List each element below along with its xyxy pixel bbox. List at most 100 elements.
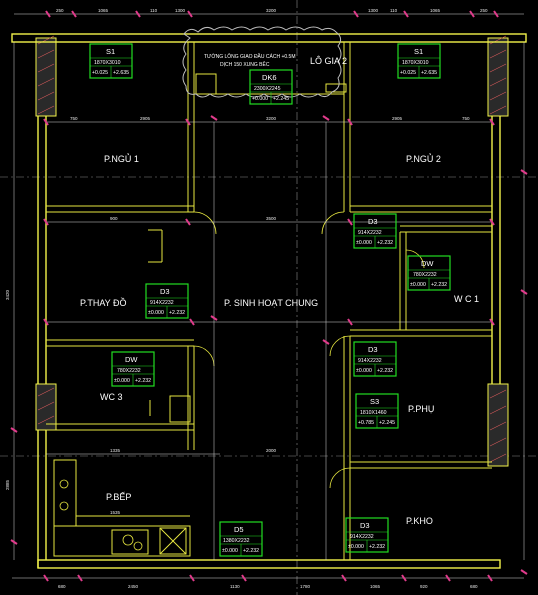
dim-top-1: 250 [56, 8, 64, 13]
dim-bottom-4: 1780 [300, 584, 311, 589]
tag-size: 1380X2232 [223, 538, 250, 544]
top-dimension-chain [14, 10, 524, 18]
tag-top: +2.232 [377, 368, 393, 374]
dim-misc-2: 750 [70, 116, 78, 121]
dim-bottom-6: 920 [420, 584, 428, 589]
dim-misc-8: 1335 [110, 448, 121, 453]
tag-level: ±0.000 [114, 378, 130, 384]
dim-bottom-3: 1130 [230, 584, 240, 589]
dim-misc-1: 3500 [266, 216, 277, 221]
tag-top: +2.232 [243, 548, 259, 554]
dim-misc-6: 750 [462, 116, 470, 121]
tag-size: 914X2232 [150, 300, 174, 306]
tag-top: +2.635 [421, 70, 437, 76]
tag-d3-phu: D3 914X2232 ±0.000 +2.232 [353, 341, 397, 377]
tag-level: ±0.000 [348, 544, 364, 550]
tag-d3-kho: D3 914X2232 ±0.000 +2.232 [345, 517, 389, 553]
room-label-logia: LÔ GIA 2 [310, 56, 347, 66]
tag-top: +2.232 [135, 378, 151, 384]
tag-code: D3 [368, 217, 378, 226]
dim-misc-4: 3200 [266, 116, 277, 121]
tag-top: +2.245 [379, 420, 395, 426]
room-label-bep: P.BẾP [106, 492, 131, 502]
walls [11, 33, 527, 569]
tag-code: DW [125, 355, 138, 364]
dim-misc-5: 2905 [392, 116, 403, 121]
dim-top-9: 250 [480, 8, 488, 13]
tag-level: +0.025 [92, 70, 108, 76]
dim-top-2: 1065 [98, 8, 109, 13]
tag-level: +0.785 [358, 420, 374, 426]
room-label-ngu2: P.NGỦ 2 [406, 153, 441, 164]
revision-cloud [182, 26, 342, 98]
dim-misc-9: 2000 [266, 448, 277, 453]
tag-level: ±0.000 [148, 310, 164, 316]
tag-top: +2.232 [431, 282, 447, 288]
room-label-sinhhoat: P. SINH HOẠT CHUNG [224, 298, 318, 308]
room-label-wc3: WC 3 [100, 392, 123, 402]
dim-top-8: 1065 [430, 8, 441, 13]
tag-level: ±0.000 [356, 240, 372, 246]
dim-top-5: 3200 [266, 8, 277, 13]
tag-size: 1810X1460 [360, 410, 387, 416]
tag-top: +2.232 [369, 544, 385, 550]
tag-level: ±0.000 [222, 548, 238, 554]
room-label-ngu1: P.NGỦ 1 [104, 153, 139, 164]
tag-code: D3 [160, 287, 170, 296]
tag-code: D5 [234, 525, 244, 534]
tag-top: +2.245 [273, 96, 289, 102]
tag-top: +2.635 [113, 70, 129, 76]
room-label-phu: P.PHỤ [408, 404, 434, 414]
tag-top: +2.232 [377, 240, 393, 246]
room-label-wc1: W C 1 [454, 294, 479, 304]
tag-level: ±0.000 [410, 282, 426, 288]
tag-size: 914X2232 [358, 230, 382, 236]
dim-misc-7: 900 [110, 216, 118, 221]
tag-size: 1870X3010 [94, 60, 121, 66]
dim-bottom-5: 1065 [370, 584, 381, 589]
tag-s1-right: S1 1870X3010 +0.025 +2.635 [397, 43, 441, 79]
room-label-thaydo: P.THAY ĐỒ [80, 297, 127, 308]
tag-code: S3 [370, 397, 379, 406]
tag-code: S1 [414, 47, 423, 56]
dim-bottom-7: 680 [470, 584, 478, 589]
tag-dk6: DK6 2300X2245 +0.000 +2.245 [249, 69, 293, 105]
tag-d5-bep: D5 1380X2232 ±0.000 +2.232 [219, 521, 263, 557]
tag-s1-left: S1 1870X3010 +0.025 +2.635 [89, 43, 133, 79]
tag-size: 914X2232 [350, 534, 374, 540]
logia-note-line1: TƯỜNG LÔNG GIAO ĐẦU CÁCH +0.5M [204, 53, 296, 60]
tag-level: +0.025 [400, 70, 416, 76]
tag-level: ±0.000 [356, 368, 372, 374]
tag-code: DW [421, 259, 434, 268]
tag-size: 780X2232 [117, 368, 141, 374]
dim-left-1: 3420 [5, 289, 10, 300]
dim-left-2: 2885 [5, 479, 10, 490]
tag-s3-phu: S3 1810X1460 +0.785 +2.245 [355, 393, 399, 429]
dim-top-6: 1300 [368, 8, 379, 13]
logia-note-line2: DỊCH 150 XUNG BÊC [220, 60, 270, 68]
dim-top-7: 110 [390, 8, 398, 13]
tag-level: +0.000 [252, 96, 268, 102]
dim-top-4: 1300 [175, 8, 186, 13]
dim-misc-10: 1535 [110, 510, 121, 515]
room-label-kho: P.KHO [406, 516, 433, 526]
dim-misc-3: 2905 [140, 116, 151, 121]
dim-bottom-1: 680 [58, 584, 66, 589]
tag-code: S1 [106, 47, 115, 56]
tag-size: 2300X2245 [254, 86, 281, 92]
tag-code: D3 [368, 345, 378, 354]
tag-code: DK6 [262, 73, 277, 82]
tag-size: 914X2232 [358, 358, 382, 364]
tag-dw-wc1: DW 780X2232 ±0.000 +2.232 [407, 255, 451, 291]
interior-dimension-lines [10, 42, 528, 582]
tag-size: 1870X3010 [402, 60, 429, 66]
tag-d3-wc1: D3 914X2232 ±0.000 +2.232 [353, 213, 397, 249]
tag-d3-thaydo: D3 914X2232 ±0.000 +2.232 [145, 283, 189, 319]
structural-columns [35, 35, 509, 467]
tag-dw-wc3: DW 780X2232 ±0.000 +2.232 [111, 351, 155, 387]
tag-size: 780X2232 [413, 272, 437, 278]
dim-top-3: 110 [150, 8, 158, 13]
tag-top: +2.232 [169, 310, 185, 316]
